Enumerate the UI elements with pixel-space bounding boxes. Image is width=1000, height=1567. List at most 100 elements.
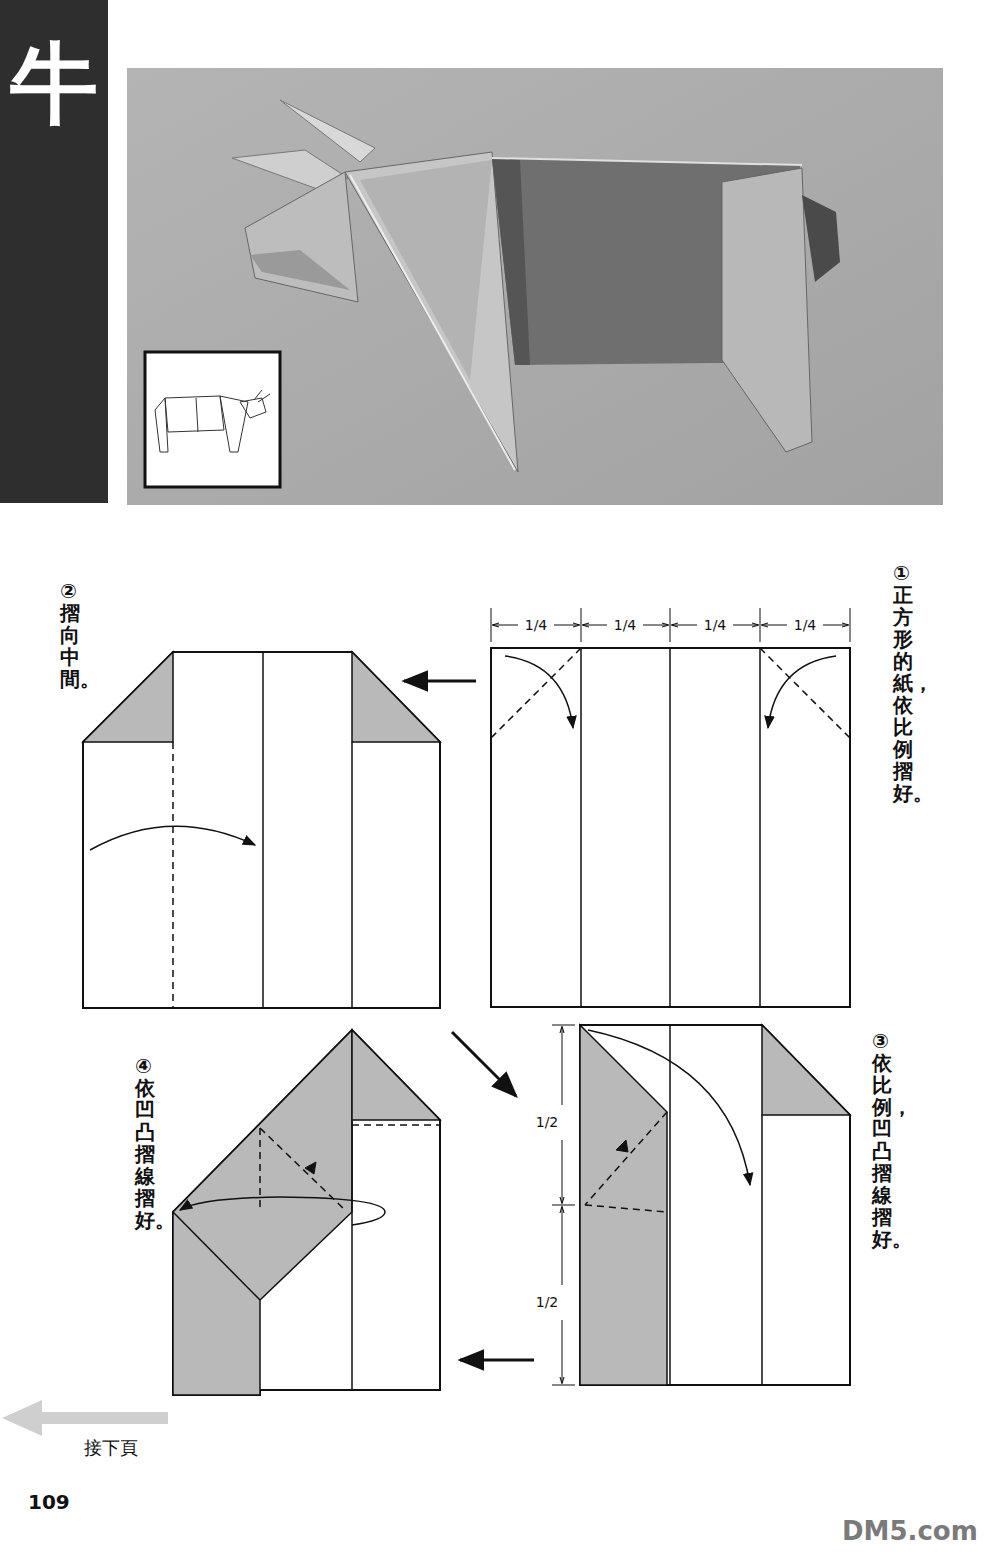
art-rect <box>127 68 943 505</box>
dimension: 1/2 <box>534 1294 561 1311</box>
art-polygon <box>245 172 358 302</box>
art-line <box>262 652 264 1008</box>
cow-photo <box>127 68 943 505</box>
art-polygon <box>165 396 224 432</box>
art-line <box>672 625 697 626</box>
art-line <box>562 1207 563 1285</box>
art-line <box>172 742 174 1008</box>
art-line <box>493 625 518 626</box>
dimension: 1/4 <box>523 617 550 634</box>
step-4-fold <box>173 1030 440 1395</box>
art-line <box>762 625 787 626</box>
art-polygon <box>345 152 518 472</box>
art-polygon <box>173 1030 352 1395</box>
art-line <box>173 1212 260 1300</box>
art-line <box>585 1112 667 1205</box>
art-line <box>254 390 262 400</box>
dimension: 1/4 <box>702 617 729 634</box>
art-polygon <box>352 1030 440 1120</box>
dimension: 1/4 <box>612 617 639 634</box>
art-rect <box>145 352 280 487</box>
art-line <box>552 1385 575 1386</box>
step-3-fold <box>552 1025 850 1385</box>
art-line <box>643 625 668 626</box>
art-line <box>196 398 198 432</box>
art-polygon <box>83 652 440 1008</box>
art-path <box>616 1140 628 1152</box>
art-line <box>733 625 758 626</box>
art-polygon <box>360 160 492 380</box>
art-polygon <box>762 1025 850 1115</box>
art-polygon <box>580 1025 667 1385</box>
art-line <box>585 1205 667 1212</box>
art-path <box>90 826 255 850</box>
art-line <box>562 1140 563 1203</box>
page-number: 109 <box>28 1490 70 1514</box>
art-line <box>492 158 802 165</box>
title-text: 牛 <box>0 0 108 128</box>
art-line <box>670 608 671 642</box>
art-path <box>305 1162 316 1174</box>
art-polygon <box>240 398 266 418</box>
step-instruction: ③依比例，凹凸摺線摺好。 <box>872 1030 892 1250</box>
art-line <box>850 608 851 642</box>
step-1-square <box>491 608 850 1007</box>
art-rect <box>491 648 850 1007</box>
art-line <box>351 742 353 1008</box>
art-line <box>554 625 579 626</box>
art-line <box>760 608 761 642</box>
art-polygon <box>722 168 812 452</box>
art-line <box>823 625 848 626</box>
art-path <box>505 656 573 728</box>
step-instruction: ④依凹凸摺線摺好。 <box>135 1055 155 1231</box>
art-line <box>562 1320 563 1383</box>
step-instruction: ②摺向中間。 <box>60 580 80 690</box>
art-path <box>180 1197 385 1225</box>
art-polygon <box>83 652 173 742</box>
art-line <box>583 625 607 626</box>
art-line <box>350 175 515 470</box>
art-line <box>552 1025 575 1026</box>
art-polygon <box>802 195 840 282</box>
art-polygon <box>492 158 530 365</box>
art-line <box>581 608 582 642</box>
art-line <box>491 648 581 738</box>
art-polygon <box>173 1030 440 1395</box>
art-g <box>491 608 850 642</box>
art-line <box>404 680 476 683</box>
art-polygon <box>352 652 440 742</box>
art-line <box>258 394 270 402</box>
next-page-arrow <box>2 1400 168 1436</box>
art-path <box>768 656 836 728</box>
art-polygon <box>250 250 350 290</box>
art-g <box>552 1025 575 1385</box>
art-line <box>259 1128 261 1212</box>
art-line <box>761 1115 763 1385</box>
art-line <box>669 1025 671 1385</box>
title-band: 牛 <box>0 0 108 503</box>
art-line <box>760 648 850 738</box>
art-line <box>452 1032 516 1096</box>
art-line <box>562 1027 563 1105</box>
art-line <box>580 648 582 1007</box>
continue-note: 接下頁 <box>84 1436 138 1460</box>
art-g <box>155 390 270 452</box>
art-polygon <box>220 396 248 452</box>
step-2-fold <box>83 652 440 1008</box>
art-line <box>460 1359 534 1362</box>
step-instruction: ①正方形的紙，依比例摺好。 <box>893 562 913 804</box>
art-line <box>351 1120 353 1390</box>
watermark: DM5.com <box>842 1516 978 1546</box>
art-line <box>491 608 492 642</box>
art-line <box>669 648 671 1007</box>
art-line <box>552 1205 575 1206</box>
art-polygon <box>580 1025 850 1385</box>
dimension: 1/4 <box>792 617 819 634</box>
art-line <box>759 648 761 1007</box>
art-polygon <box>155 398 168 452</box>
dimension: 1/2 <box>534 1114 561 1131</box>
art-path <box>588 1030 750 1185</box>
art-line <box>352 1124 440 1126</box>
